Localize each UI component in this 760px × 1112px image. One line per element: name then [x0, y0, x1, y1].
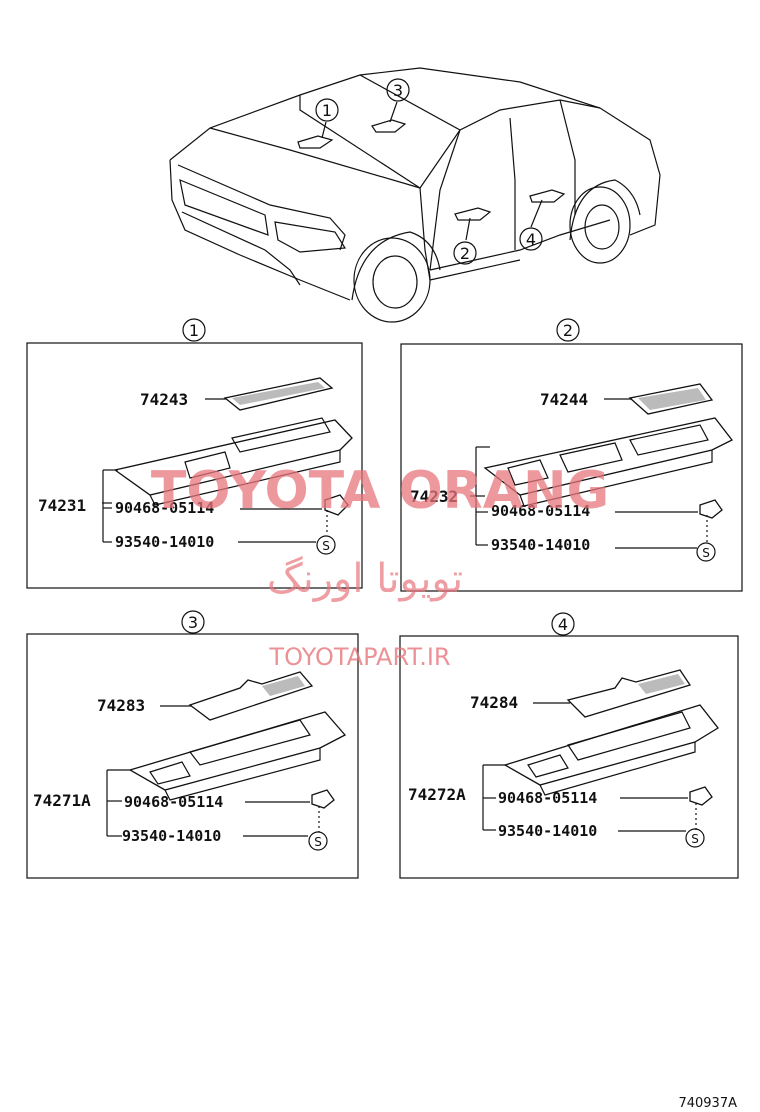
- svg-text:2: 2: [460, 244, 470, 263]
- overview-callout-3: 3: [386, 78, 410, 102]
- svg-text:S: S: [314, 835, 322, 849]
- watermark-brand: TOYOTA ORANG: [151, 461, 609, 521]
- cover-part-number: 74244: [540, 390, 588, 409]
- watermark-website: TOYOTAPART.IR: [268, 643, 450, 671]
- clip-icon: [689, 786, 713, 806]
- clip-icon: [311, 789, 335, 809]
- overview-callout-4: 4: [519, 227, 543, 251]
- panel-4: 4 74284 74272A 90468-05114 S 93540-14010: [399, 612, 739, 879]
- panel-3-number: 3: [188, 613, 198, 632]
- screw-part-number: 93540-14010: [498, 822, 597, 840]
- screw-part-number: 93540-14010: [122, 827, 221, 845]
- svg-text:3: 3: [393, 81, 403, 100]
- clip-icon: [699, 499, 723, 519]
- overview-callout-1: 1: [315, 98, 339, 122]
- base-part-shape: [503, 704, 719, 786]
- panel-3: 3 74283 74271A 90468-05114 S 93540-14010: [26, 610, 359, 879]
- clip-part-number: 90468-05114: [498, 789, 597, 807]
- base-part-number: 74272A: [408, 785, 466, 804]
- base-cover-part-number: 74284: [470, 693, 518, 712]
- screw-icon: [685, 828, 705, 848]
- watermark-brand-fa: تویوتا اورنگ: [267, 556, 463, 602]
- panel-2-number: 2: [563, 321, 573, 340]
- base-part-shape: [128, 711, 347, 791]
- base-part-number: 74232: [410, 487, 458, 506]
- panel-1-number: 1: [189, 321, 199, 340]
- clip-part-number: 90468-05114: [491, 502, 590, 520]
- screw-icon: [316, 535, 336, 555]
- base-part-shape: [113, 419, 353, 496]
- screw-icon: [308, 831, 328, 851]
- svg-text:S: S: [691, 832, 699, 846]
- diagram-code: 740937A: [678, 1096, 737, 1111]
- clip-part-number: 90468-05114: [115, 499, 214, 517]
- clip-icon: [324, 494, 349, 516]
- base-part-number: 74231: [38, 496, 86, 515]
- screw-part-number: 93540-14010: [491, 536, 590, 554]
- panel-4-number: 4: [558, 615, 568, 634]
- svg-text:S: S: [702, 546, 710, 560]
- base-part-number: 74271A: [33, 791, 91, 810]
- screw-part-number: 93540-14010: [115, 533, 214, 551]
- screw-icon: [696, 542, 716, 562]
- overview-callout-2: 2: [453, 241, 477, 265]
- cover-part-number: 74243: [140, 390, 188, 409]
- car-overview: 1 3 2 4: [169, 67, 661, 323]
- svg-text:1: 1: [322, 101, 332, 120]
- panel-2: 2 74244 74232 90468-05114 S 93540-14010: [400, 318, 743, 592]
- panel-1: 1 74243 74231 90468-05114 S 93540-14010: [26, 318, 363, 589]
- svg-text:S: S: [322, 539, 330, 553]
- svg-text:4: 4: [526, 230, 536, 249]
- clip-part-number: 90468-05114: [124, 793, 223, 811]
- cover-part-number: 74283: [97, 696, 145, 715]
